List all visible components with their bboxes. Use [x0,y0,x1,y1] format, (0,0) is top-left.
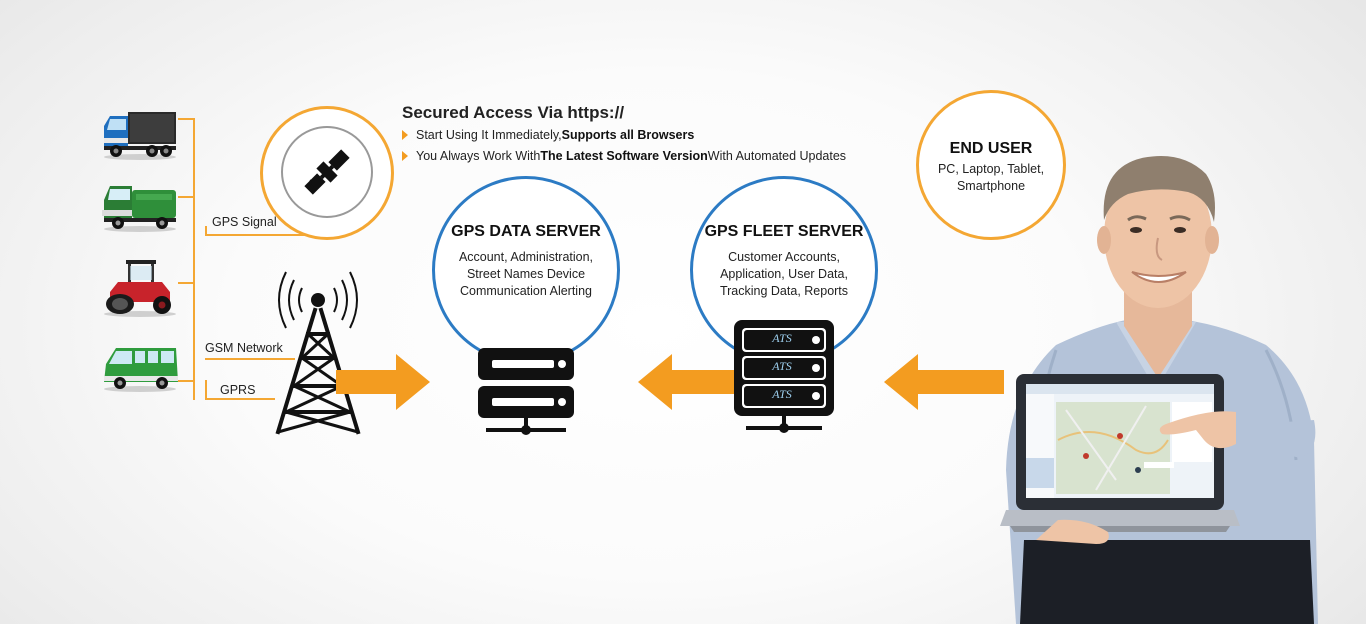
gps-signal-line [205,234,305,236]
satellite-icon [295,140,359,204]
person-with-laptop [996,140,1336,624]
bullet-bold: Supports all Browsers [561,128,695,142]
end-user-circle [916,90,1066,240]
arrow-left-icon [884,354,1004,410]
arrow-right-icon [336,354,432,410]
connector-line [178,118,194,120]
connector-line [178,282,194,284]
ats-server-icon [732,318,836,436]
header-title: Secured Access Via https:// [402,103,625,122]
gsm-network-line [205,358,295,360]
ats-badge: ATS [772,359,792,373]
ats-badge: ATS [772,387,792,401]
header-bullet-updates: You Always Work With The Latest Software… [402,149,846,163]
road-roller-icon [100,258,180,318]
gps-fleet-server-title: GPS FLEET SERVER [704,223,864,240]
bullet-text: You Always Work With [416,149,541,163]
connector-line [178,380,194,382]
gsm-network-label: GSM Network [205,341,283,355]
connector-line [205,226,207,236]
cell-tower-icon [266,262,370,438]
gprs-line [205,398,275,400]
van-icon [100,342,180,392]
end-user-desc: PC, Laptop, Tablet, Smartphone [937,162,1045,193]
bullet-bold: The Latest Software Version [540,149,708,163]
truck-icon [100,108,180,160]
gprs-label: GPRS [220,383,256,397]
connector-line [178,196,194,198]
gps-data-server-title: GPS DATA SERVER [451,223,601,240]
bullet-text: Start Using It Immediately, [416,128,562,142]
end-user-title: END USER [949,140,1033,157]
gps-fleet-server-desc: Customer Accounts, Application, User Dat… [719,250,849,298]
street-sweeper-icon [100,180,180,232]
connector-line [205,380,207,400]
bullet-text-suffix: With Automated Updates [707,149,847,163]
server-icon [472,346,580,436]
header-bullet-browsers: Start Using It Immediately, Supports all… [402,128,694,142]
gps-data-server-desc: Account, Administration, Street Names De… [458,250,594,298]
gps-signal-label: GPS Signal [212,215,277,229]
connector-line [193,118,195,400]
arrow-left-icon [638,354,740,410]
gps-data-server-circle [432,176,620,364]
bullet-arrow-icon [402,151,408,161]
ats-badge: ATS [772,331,792,345]
bullet-arrow-icon [402,130,408,140]
